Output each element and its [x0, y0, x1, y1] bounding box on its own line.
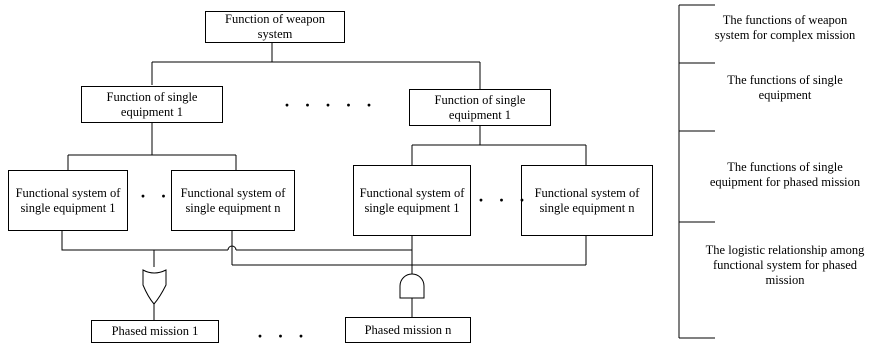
- connector-fs1-out: [61, 230, 154, 251]
- node-functional-system-1-label: Functional system of single equipment 1: [15, 185, 121, 215]
- systems-left-ellipsis: · ·: [140, 186, 172, 206]
- node-functional-system-2: Functional system of single equipment n: [171, 170, 295, 231]
- node-functional-system-4-label: Functional system of single equipment n: [534, 185, 640, 215]
- node-single-equipment-right: Function of single equipment 1: [409, 89, 551, 126]
- level-label-phased-mission: The functions of single equipment for ph…: [709, 160, 861, 189]
- node-single-equipment-left: Function of single equipment 1: [81, 86, 223, 123]
- and-gate: [399, 273, 425, 299]
- node-weapon-system: Function of weapon system: [205, 11, 345, 43]
- node-functional-system-3: Functional system of single equipment 1: [353, 165, 471, 236]
- or-gate: [142, 269, 167, 305]
- node-single-equipment-left-label: Function of single equipment 1: [106, 89, 198, 119]
- level-label-single-equipment: The functions of single equipment: [727, 73, 843, 102]
- node-functional-system-4: Functional system of single equipment n: [521, 165, 653, 236]
- missions-ellipsis: · · ·: [257, 326, 310, 346]
- node-weapon-system-label: Function of weapon system: [225, 12, 325, 41]
- node-phased-mission-n-label: Phased mission n: [364, 322, 452, 337]
- connector-fs2-bus-hop: [227, 245, 237, 251]
- node-single-equipment-right-label: Function of single equipment 1: [434, 92, 526, 122]
- node-phased-mission-1-label: Phased mission 1: [111, 324, 199, 338]
- level-label-weapon-system: The functions of weapon system for compl…: [714, 13, 856, 42]
- node-phased-mission-1: Phased mission 1: [91, 320, 219, 343]
- level-label-logistic-relationship: The logistic relationship among function…: [705, 243, 865, 287]
- node-functional-system-2-label: Functional system of single equipment n: [180, 185, 286, 215]
- equipment-ellipsis: · · · · ·: [284, 95, 378, 115]
- node-phased-mission-n: Phased mission n: [345, 317, 471, 343]
- node-functional-system-1: Functional system of single equipment 1: [8, 170, 128, 231]
- node-functional-system-3-label: Functional system of single equipment 1: [359, 185, 465, 215]
- systems-right-ellipsis: · · ·: [478, 190, 531, 210]
